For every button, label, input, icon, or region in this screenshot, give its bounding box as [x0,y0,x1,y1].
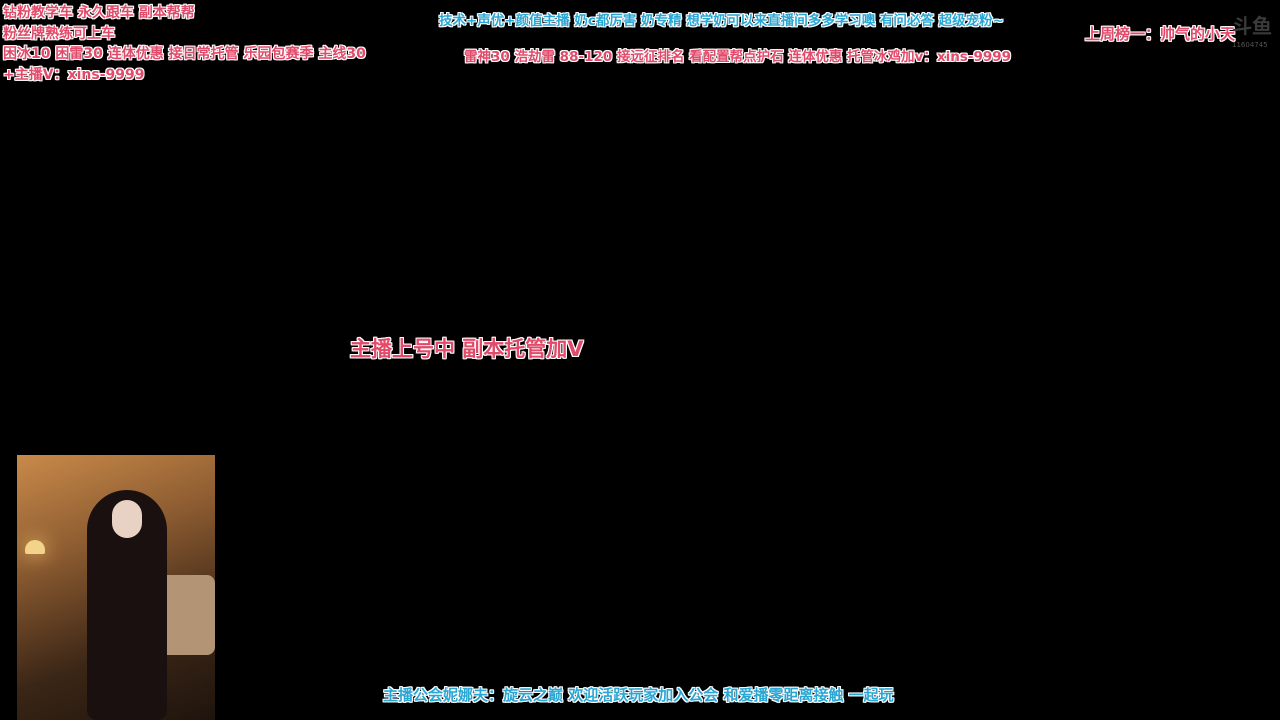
top-center-banner-1: 技术+声优+颜值主播 奶c都厉害 奶专精 想学奶可以来直播间多多学习噢 有问必答… [439,13,1004,29]
lamp-shape [25,540,45,554]
streamer-photo [17,455,215,720]
platform-watermark-logo: 斗鱼 [1232,14,1272,38]
top-center-banner-2: 雷神30 浩劫雷 88-120 接远征排名 看配置帮点护石 连体优惠 托管冰鸡加… [464,49,1012,65]
bottom-guild-banner: 主播公会妮娜夫：旋云之巅 欢迎活跃玩家加入公会 和爱播零距离接触 一起玩 [383,686,894,704]
overlay-line: 粉丝牌熟练可上车 [3,25,115,42]
person-face [112,500,142,538]
overlay-line: +主播V：xins-9999 [3,66,145,83]
top-left-overlay: 钻粉教学车 永久跟车 副本帮帮 粉丝牌熟练可上车 困冰10 困雷30 连体优惠 … [3,3,366,85]
top-right-leaderboard: 上周榜一：帅气的小天 [1085,25,1236,43]
center-status-text: 主播上号中 副本托管加V [350,337,584,361]
overlay-line: 钻粉教学车 永久跟车 副本帮帮 [3,5,195,21]
room-id: 11604745 [1232,41,1268,49]
overlay-line: 困冰10 困雷30 连体优惠 接日常托管 乐园包赛季 主线30 [3,46,366,62]
